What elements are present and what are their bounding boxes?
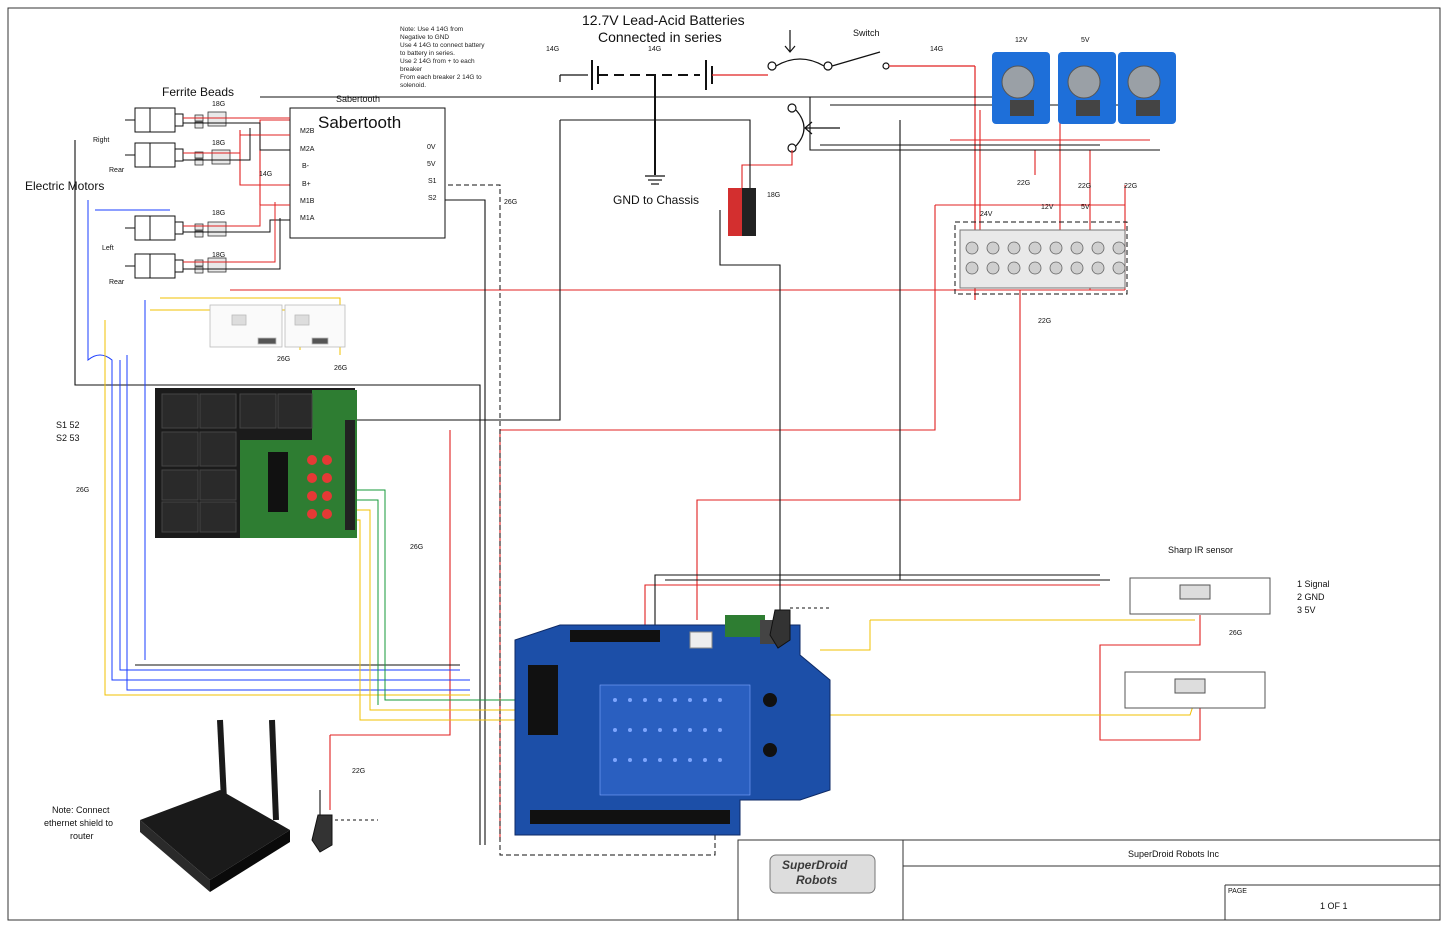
sharp-ir-label: Sharp IR sensor [1168, 545, 1234, 555]
gauge-26g-a: 26G [504, 199, 518, 206]
gauge-14g-b: 14G [648, 46, 662, 53]
gauge-26g-e: 26G [410, 544, 424, 551]
sharp-ir-sensors [1124, 577, 1271, 709]
gauge-18g-a: 18G [212, 101, 226, 108]
ferrite-beads-label: Ferrite Beads [162, 85, 235, 99]
pin-s2: S2 [428, 195, 437, 202]
rear-label-2: Rear [109, 279, 125, 286]
gauge-26g-c: 26G [334, 365, 348, 372]
logo-line-1: SuperDroid [782, 858, 848, 872]
gauge-18g-b: 18G [212, 140, 226, 147]
arduino-shield [514, 615, 831, 836]
black-wires [74, 96, 1170, 845]
left-label: Left [102, 245, 114, 252]
regulator-5v-label: 5V [1081, 37, 1090, 44]
sabertooth-title: Sabertooth [318, 113, 402, 132]
motor-right-rear [125, 142, 184, 168]
page-label: PAGE [1228, 888, 1247, 895]
anderson-connector [728, 188, 756, 236]
logo-line-2: Robots [796, 873, 838, 887]
gauge-18g-d: 18G [212, 252, 226, 259]
gauge-26g-d: 26G [76, 487, 90, 494]
gauge-26g-b: 26G [277, 356, 291, 363]
batteries-subtitle: Connected in series [598, 29, 722, 45]
gauge-22g-c: 22G [1124, 183, 1138, 190]
batteries-title: 12.7V Lead-Acid Batteries [582, 12, 745, 28]
router-note-2: ethernet shield to [44, 818, 114, 828]
pin-b-plus: B+ [302, 181, 311, 188]
pin-s1: S1 [428, 178, 437, 185]
terminal-block [959, 229, 1126, 289]
gauge-22g-d: 22G [1038, 318, 1052, 325]
right-label: Right [93, 137, 110, 144]
pin-m1a: M1A [300, 215, 315, 222]
sensor-pin-2: 2 GND [1297, 592, 1325, 602]
motor-left-rear [125, 253, 184, 279]
pin-m2a: M2A [300, 146, 315, 153]
encoder-boards [209, 304, 346, 348]
pin-0v: 0V [427, 144, 436, 151]
title-block-frame [737, 839, 1441, 921]
green-wires [345, 489, 520, 705]
power-plugs [311, 607, 830, 853]
gauge-14g-a: 14G [546, 46, 560, 53]
relay-board [155, 388, 357, 538]
motor-left-front [125, 215, 184, 241]
gauge-18g-e: 18G [767, 192, 781, 199]
company-name: SuperDroid Robots Inc [1128, 849, 1220, 859]
dashed-wires [440, 184, 1128, 856]
router-note-3: router [70, 831, 94, 841]
motors [125, 107, 184, 279]
gauge-26g-f: 26G [1229, 630, 1243, 637]
rear-label-1: Rear [109, 167, 125, 174]
s1-label: S1 52 [56, 420, 80, 430]
pin-b-minus: B- [302, 163, 309, 170]
sensor-pin-3: 3 5V [1297, 605, 1316, 615]
pin-5v: 5V [427, 161, 436, 168]
page-value: 1 OF 1 [1320, 901, 1348, 911]
switch-label: Switch [853, 28, 880, 38]
s2-label: S2 53 [56, 433, 80, 443]
gauge-22g-b: 22G [1078, 183, 1092, 190]
motor-leads [183, 117, 290, 270]
sabertooth-controller [289, 107, 446, 239]
voltage-regulators [992, 52, 1176, 124]
gnd-chassis-label: GND to Chassis [613, 193, 700, 207]
pin-m2b: M2B [300, 128, 315, 135]
terminal-24v: 24V [980, 211, 993, 218]
sensor-pin-1: 1 Signal [1297, 579, 1330, 589]
router [140, 719, 290, 892]
regulator-12v-label: 12V [1015, 37, 1028, 44]
electric-motors-label: Electric Motors [25, 179, 105, 193]
gauge-14g-d: 14G [259, 171, 273, 178]
ferrite-beads [194, 111, 231, 274]
gauge-14g-c: 14G [930, 46, 944, 53]
terminal-5v: 5V [1081, 204, 1090, 211]
gauge-22g-a: 22G [1017, 180, 1031, 187]
motor-right-front [125, 107, 184, 133]
router-note-1: Note: Connect [52, 805, 110, 815]
gauge-18g-c: 18G [212, 210, 226, 217]
sabertooth-caption: Sabertooth [336, 94, 381, 104]
blue-wires [87, 200, 470, 691]
terminal-12v: 12V [1041, 204, 1054, 211]
pin-m1b: M1B [300, 198, 315, 205]
page-border [7, 7, 1441, 921]
superdroid-logo [769, 854, 876, 894]
gauge-22g-e: 22G [352, 768, 366, 775]
battery-note: Note: Use 4 14G from Negative to GND Use… [400, 26, 485, 89]
